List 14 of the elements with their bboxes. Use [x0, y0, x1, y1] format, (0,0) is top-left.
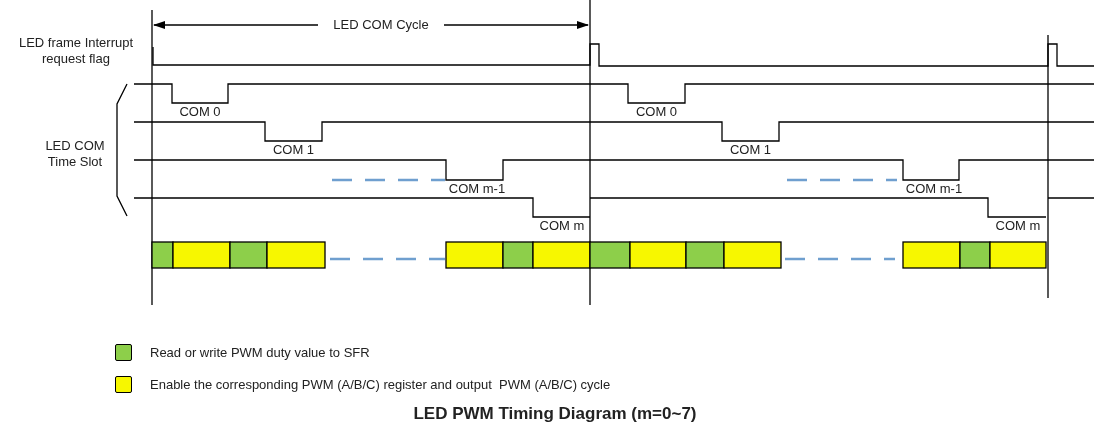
signal-label: LED COM Time Slot	[44, 138, 106, 170]
legend-text: Enable the corresponding PWM (A/B/C) register and output PWM (A/B/C) cycle	[150, 377, 611, 393]
slot-label: COM 0	[634, 104, 679, 120]
cycle-label: LED COM Cycle	[332, 17, 430, 33]
signal-label: LED frame Interrupt request flag	[17, 35, 135, 67]
slot-label: COM 1	[271, 142, 316, 158]
slot-label: COM m	[538, 218, 586, 234]
slot-label: COM 1	[728, 142, 773, 158]
slot-label: COM m	[994, 218, 1042, 234]
diagram-caption: LED PWM Timing Diagram (m=0~7)	[412, 404, 698, 424]
slot-label: COM 0	[178, 104, 222, 120]
legend-text: Read or write PWM duty value to SFR	[150, 345, 370, 361]
slot-label: COM m-1	[904, 181, 964, 197]
slot-label: COM m-1	[447, 181, 507, 197]
